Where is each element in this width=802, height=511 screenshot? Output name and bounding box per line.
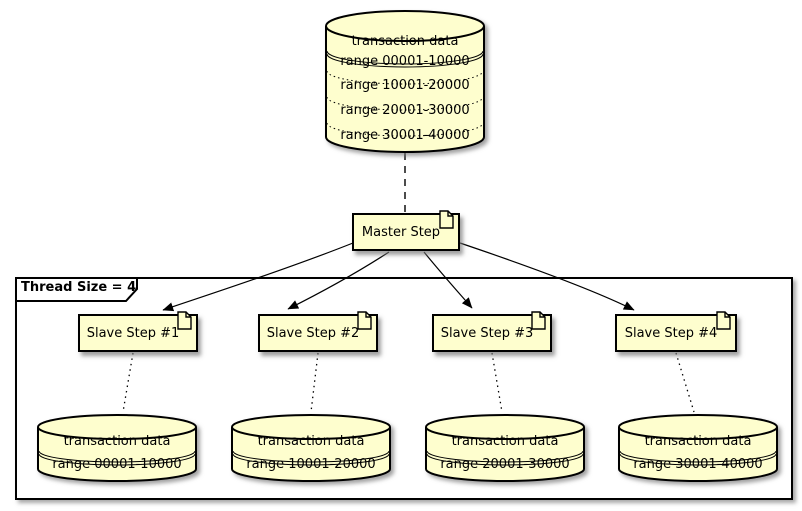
partition-db-range: range 00001-10000 bbox=[52, 457, 182, 472]
master-step-label: Master Step bbox=[361, 224, 441, 240]
artifact-icon bbox=[716, 311, 731, 330]
partition-db-range: range 30001-40000 bbox=[633, 457, 763, 472]
artifact-icon bbox=[357, 311, 372, 330]
artifact-icon bbox=[177, 311, 192, 330]
source-db-row: range 10001-20000 bbox=[340, 78, 470, 93]
slave-step-node: Slave Step #3 bbox=[432, 311, 552, 352]
database-cylinder-shape bbox=[618, 414, 778, 482]
slave-step-node: Slave Step #4 bbox=[615, 311, 737, 352]
partition-database: transaction data range 00001-10000 bbox=[37, 414, 197, 482]
source-db-title: transaction data bbox=[351, 34, 459, 49]
slave-step-label: Slave Step #2 bbox=[266, 325, 360, 341]
partition-db-range: range 10001-20000 bbox=[246, 457, 376, 472]
thread-frame bbox=[15, 277, 793, 500]
partition-db-range: range 20001-30000 bbox=[440, 457, 570, 472]
partition-database: transaction data range 30001-40000 bbox=[618, 414, 778, 482]
slave-step-label: Slave Step #3 bbox=[440, 325, 534, 341]
partition-database: transaction data range 10001-20000 bbox=[231, 414, 391, 482]
slave-step-node: Slave Step #1 bbox=[78, 311, 198, 352]
partition-db-title: transaction data bbox=[451, 434, 559, 449]
source-db-row: range 00001-10000 bbox=[340, 54, 470, 69]
source-database: transaction data range 00001-10000 range… bbox=[325, 10, 485, 153]
slave-step-label: Slave Step #4 bbox=[624, 325, 718, 341]
database-cylinder-shape bbox=[231, 414, 391, 482]
frame-tab-shape bbox=[15, 277, 138, 302]
database-cylinder-shape bbox=[425, 414, 585, 482]
database-cylinder-shape bbox=[37, 414, 197, 482]
database-cylinder-shape bbox=[325, 10, 485, 153]
master-step-node: Master Step bbox=[352, 210, 460, 251]
artifact-icon bbox=[439, 210, 454, 229]
partition-db-title: transaction data bbox=[644, 434, 752, 449]
partition-database: transaction data range 20001-30000 bbox=[425, 414, 585, 482]
frame-label: Thread Size = 4 bbox=[21, 280, 137, 295]
source-db-row: range 20001-30000 bbox=[340, 103, 470, 118]
partition-db-title: transaction data bbox=[257, 434, 365, 449]
source-db-row: range 30001-40000 bbox=[340, 128, 470, 143]
artifact-icon bbox=[531, 311, 546, 330]
partition-db-title: transaction data bbox=[63, 434, 171, 449]
slave-step-label: Slave Step #1 bbox=[86, 325, 180, 341]
slave-step-node: Slave Step #2 bbox=[258, 311, 378, 352]
